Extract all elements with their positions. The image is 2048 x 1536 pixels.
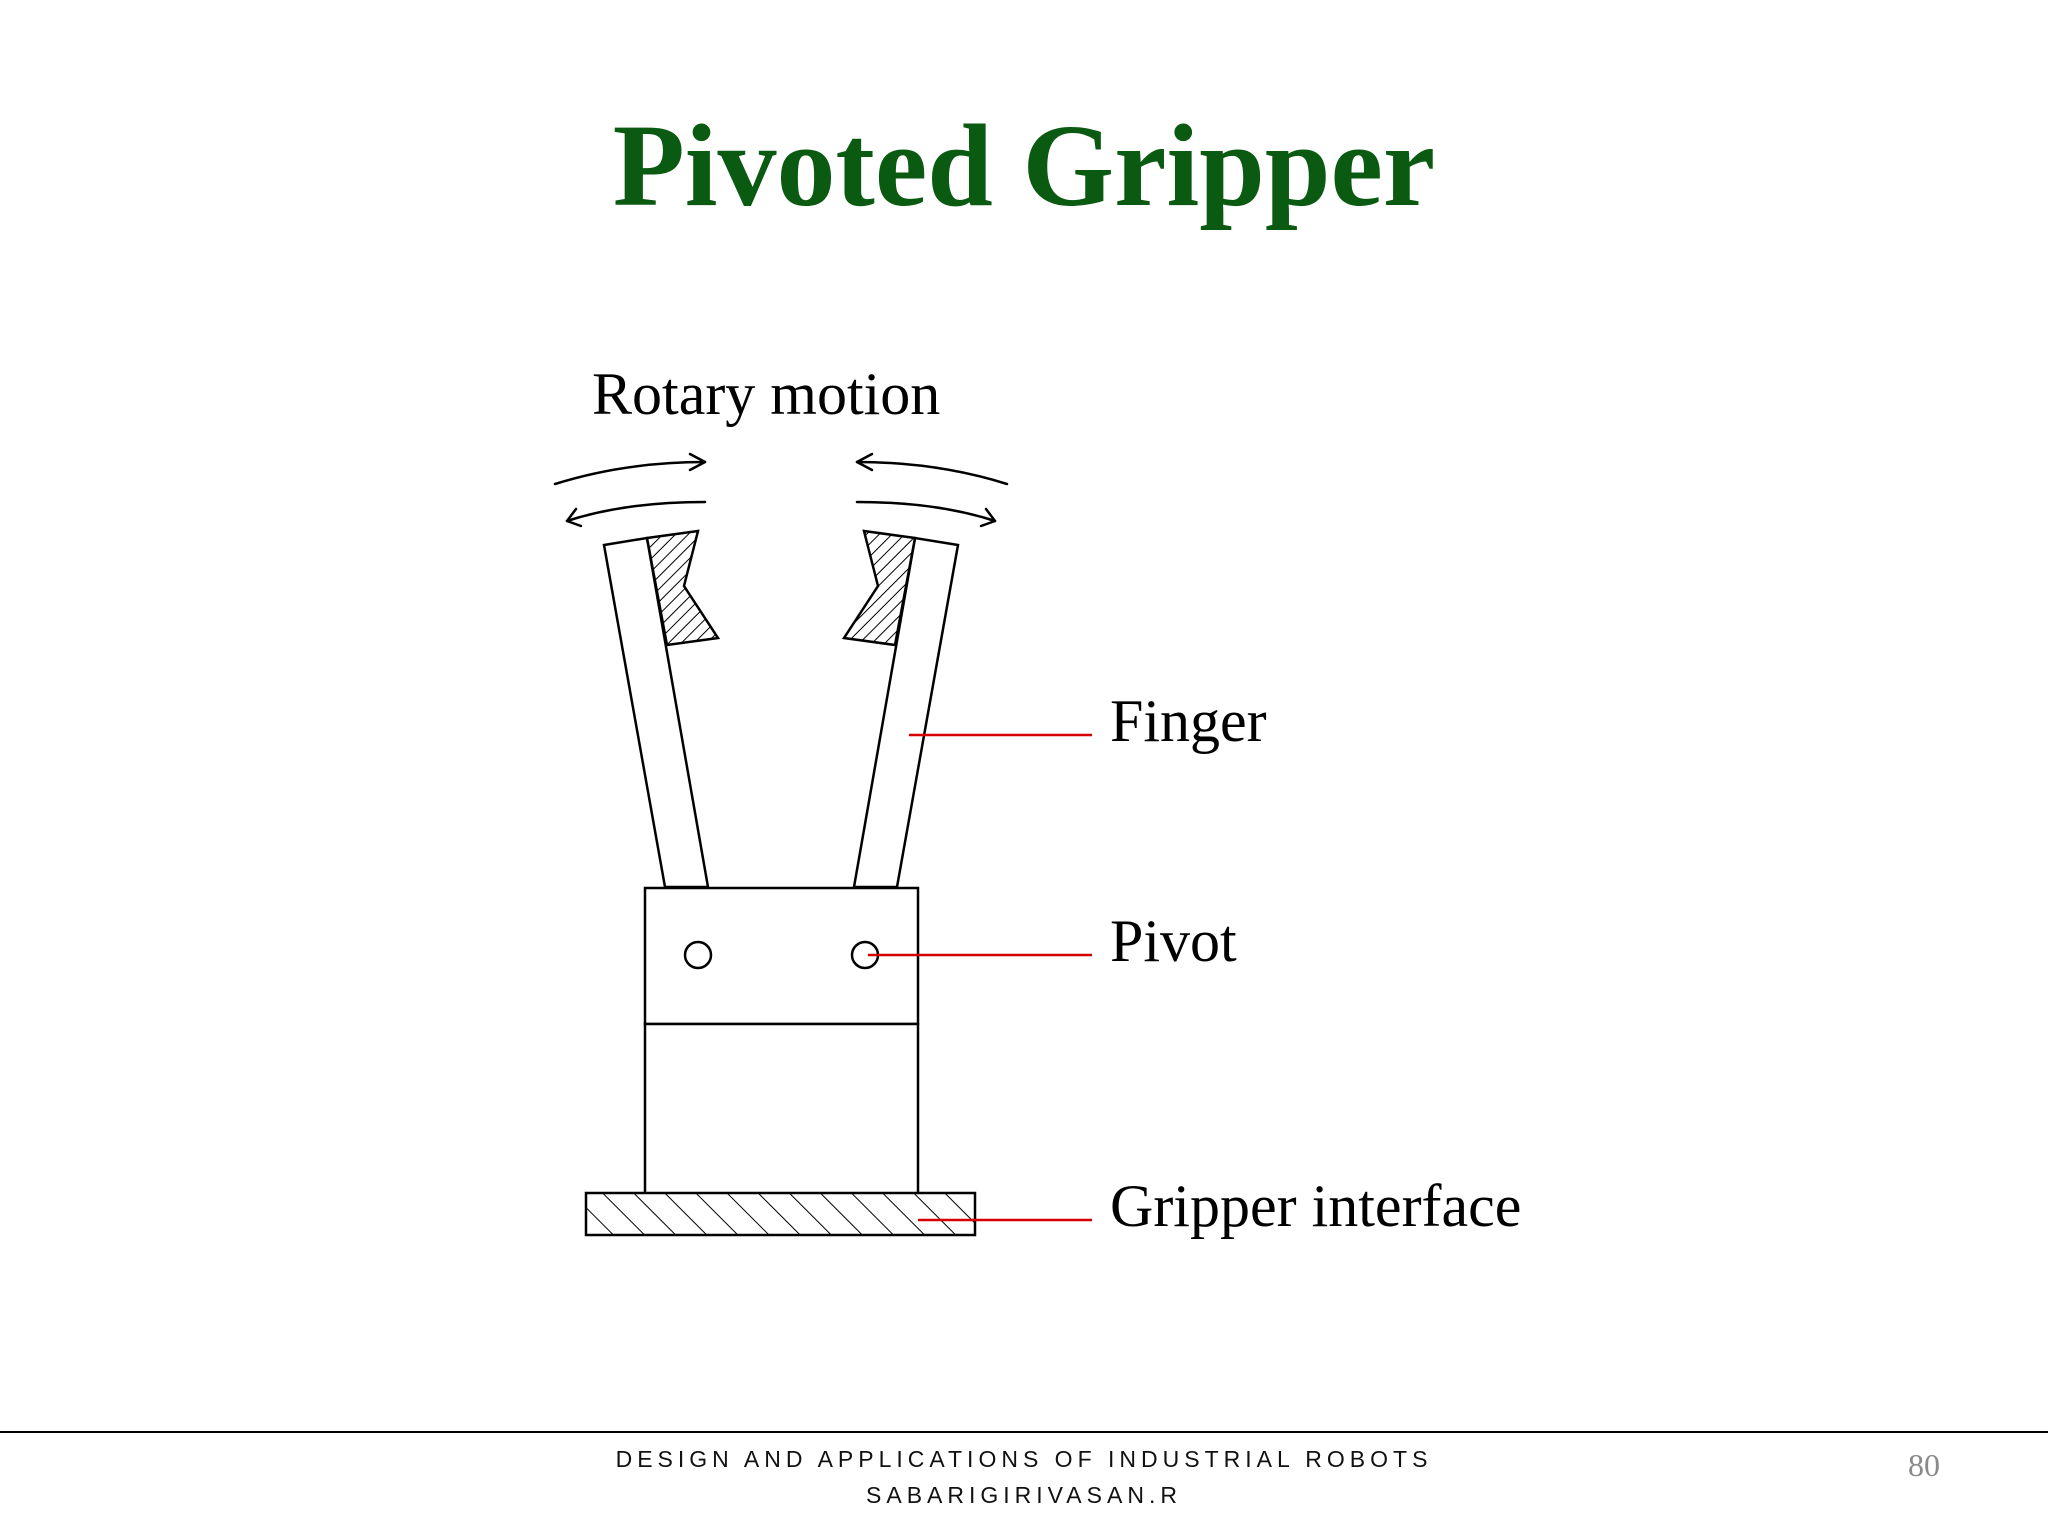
gripper-interface-plate (584, 1191, 977, 1237)
gripper-interface-label: Gripper interface (1110, 1173, 1521, 1239)
footer-author: SABARIGIRIVASAN.R (866, 1482, 1182, 1508)
left-pivot-pin (683, 940, 713, 970)
finger-label: Finger (1110, 688, 1267, 754)
pivot-label: Pivot (1110, 908, 1237, 974)
left-jaw-pad (645, 529, 721, 647)
rotary-motion-label: Rotary motion (592, 361, 940, 427)
rotary-motion-arrows (553, 452, 1009, 528)
footer-divider (0, 1431, 2048, 1433)
right-lower-arrow (855, 500, 997, 528)
footer-course-title: DESIGN AND APPLICATIONS OF INDUSTRIAL RO… (615, 1446, 1433, 1472)
right-jaw-pad (841, 529, 917, 647)
left-upper-arrow (553, 452, 707, 486)
gripper-body (643, 1022, 920, 1196)
left-lower-arrow (565, 500, 707, 528)
page-number: 80 (1908, 1447, 1940, 1483)
slide-title: Pivoted Gripper (612, 100, 1436, 231)
right-upper-arrow (855, 452, 1009, 486)
